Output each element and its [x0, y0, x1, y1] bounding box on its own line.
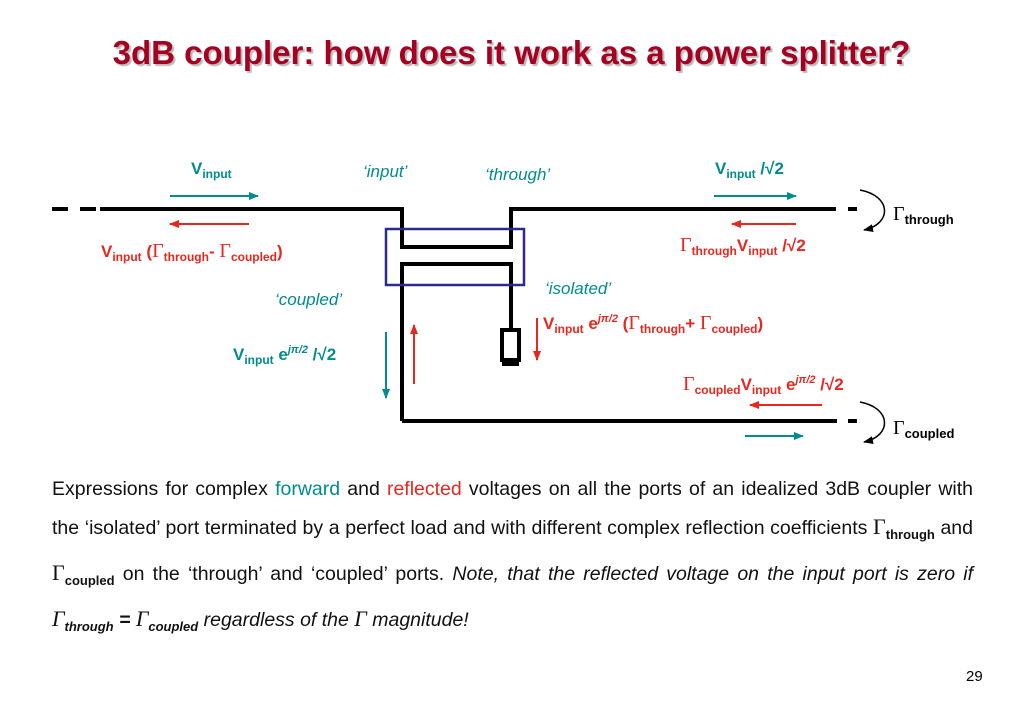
coupler-box [384, 227, 526, 287]
v-through-forward: Vinput /√2 [715, 159, 784, 181]
page-number: 29 [966, 668, 983, 685]
reflected-word: reflected [386, 478, 462, 500]
v-coupled-forward: Vinput ejπ/2 /√2 [233, 344, 337, 367]
description-paragraph: Expressions for complex forward and refl… [52, 478, 974, 634]
transmission-lines [100, 207, 828, 423]
note-text: Note, that the reflected voltage on the … [52, 563, 973, 634]
forward-word: forward [275, 478, 341, 500]
v-input-reflected: Vinput (Γthrough- Γcoupled) [101, 240, 283, 264]
v-isolated-reflected: Vinput ejπ/2 (Γthrough+ Γcoupled) [543, 312, 764, 336]
port-input-label: ‘input’ [363, 162, 408, 181]
slide-title: 3dB coupler: how does it work as a power… [112, 34, 911, 71]
v-input-forward: Vinput [191, 159, 232, 181]
port-through-label: ‘through’ [485, 165, 551, 184]
reflection-arrow-coupled [859, 401, 886, 445]
port-coupled-label: ‘coupled’ [275, 290, 343, 309]
v-through-reflected: ΓthroughVinput /√2 [680, 234, 806, 258]
gamma-coupled-label: Γcoupled [893, 417, 955, 441]
gamma-through-label: Γthrough [893, 203, 954, 227]
reflection-arrow-through [859, 189, 886, 233]
load-resistor [500, 328, 521, 366]
v-coupled-reflected: ΓcoupledVinput ejπ/2 /√2 [683, 373, 844, 397]
port-isolated-label: ‘isolated’ [545, 279, 612, 298]
